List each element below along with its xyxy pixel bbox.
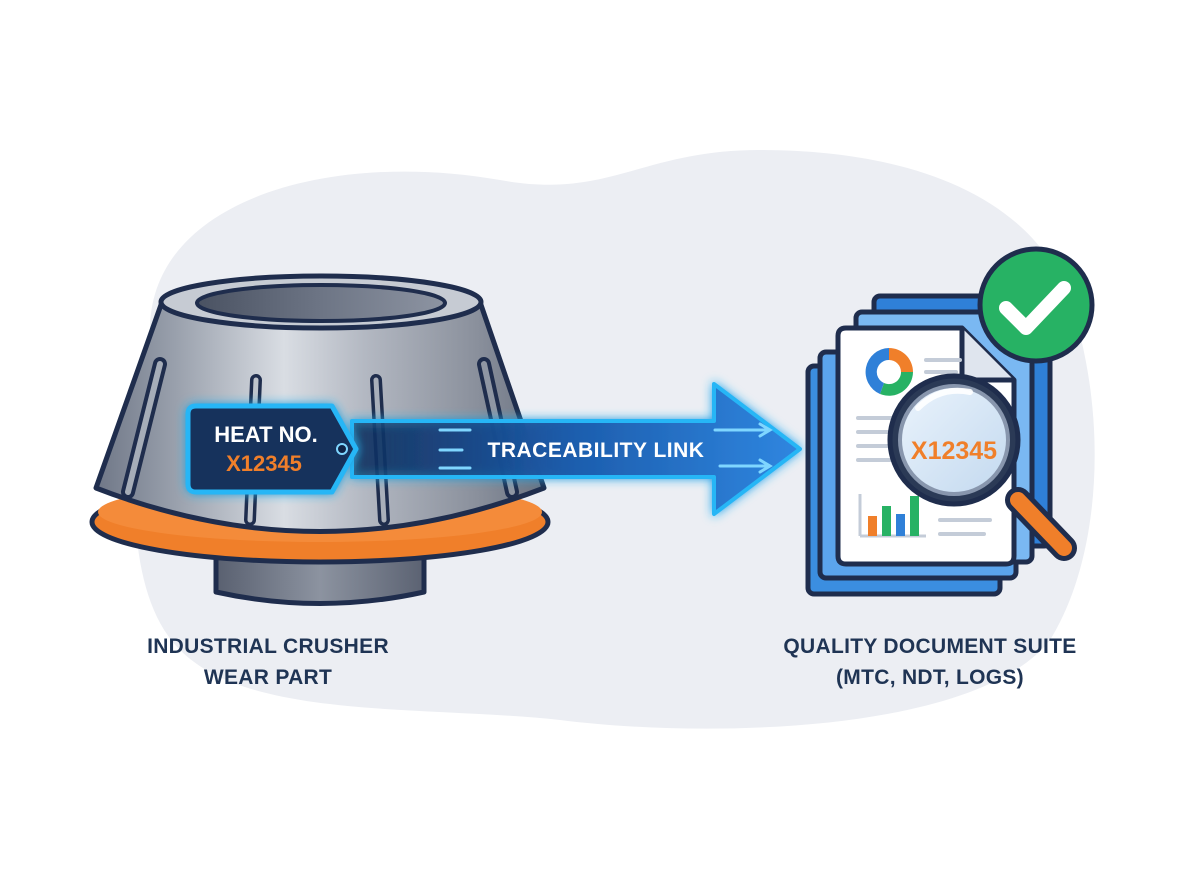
checkmark-icon — [977, 246, 1095, 364]
pie-chart-icon — [865, 348, 913, 396]
search-value: X12345 — [911, 437, 997, 465]
traceability-link-label: TRACEABILITY LINK — [488, 439, 705, 462]
documents-caption: QUALITY DOCUMENT SUITE (MTC, NDT, LOGS) — [745, 631, 1115, 693]
heat-number-tag: HEAT NO. X12345 — [185, 403, 359, 495]
arrow-icon: TRACEABILITY LINK — [350, 382, 802, 516]
documents-caption-line2: (MTC, NDT, LOGS) — [836, 666, 1024, 689]
heat-number-label: HEAT NO. — [214, 422, 317, 447]
part-caption-line2: WEAR PART — [203, 666, 333, 689]
part-caption-line1: INDUSTRIAL CRUSHER — [147, 635, 389, 658]
part-caption: INDUSTRIAL CRUSHER WEAR PART — [118, 631, 418, 693]
heat-number-value: X12345 — [226, 451, 302, 476]
bar-chart-icon — [858, 494, 926, 538]
magnifier-icon: X12345 — [887, 373, 1077, 561]
documents-caption-line1: QUALITY DOCUMENT SUITE — [783, 635, 1077, 658]
